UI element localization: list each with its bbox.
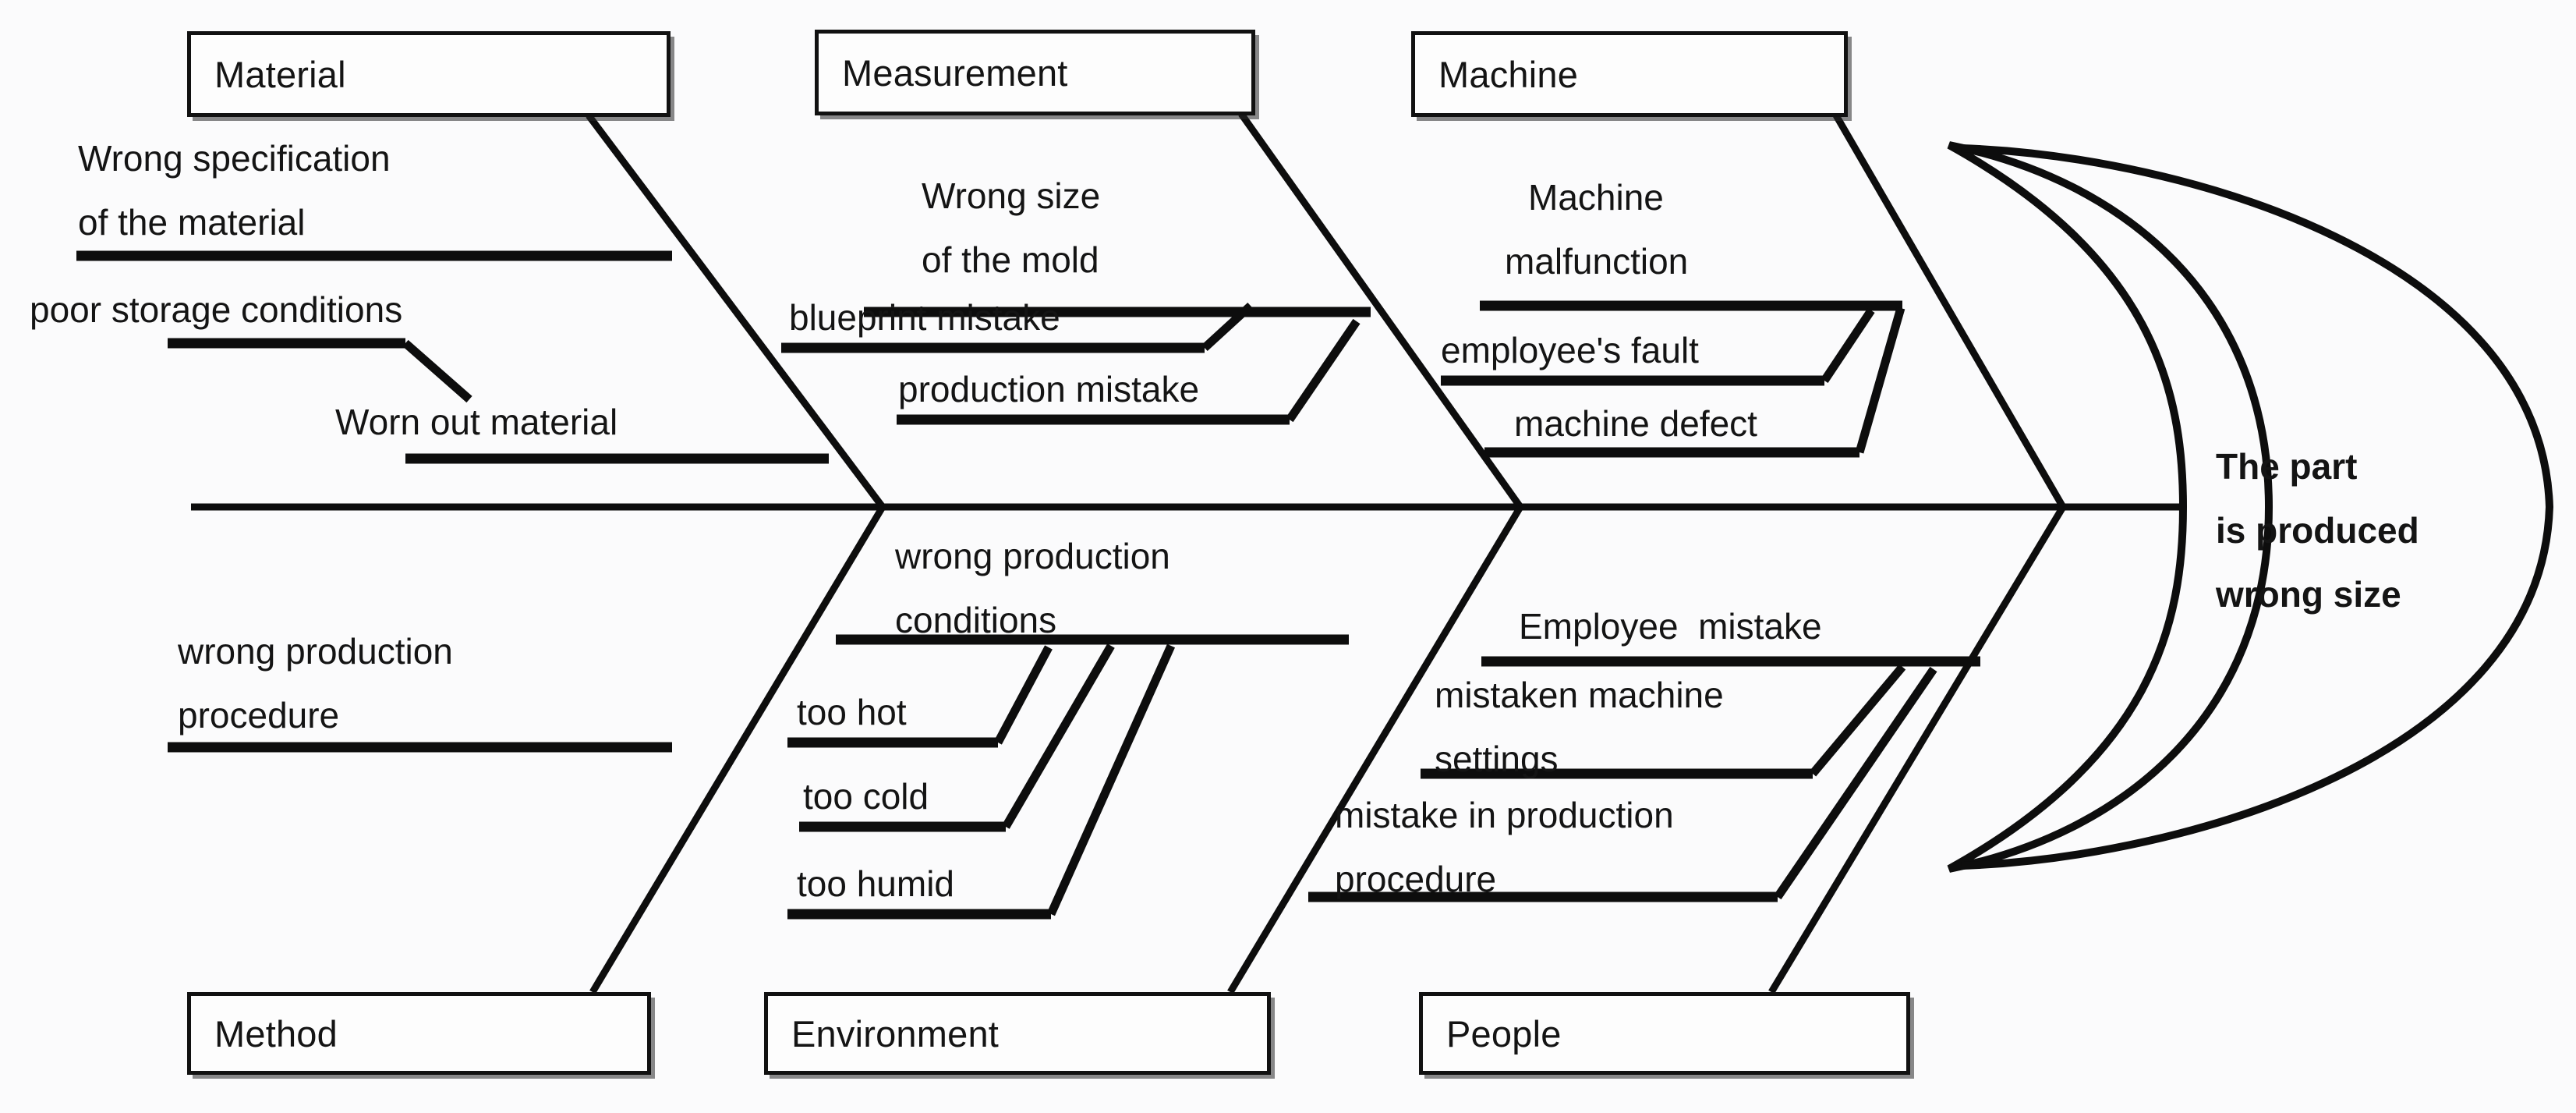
category-label-material: Material xyxy=(214,53,346,95)
connector-too-cold xyxy=(1002,643,1115,829)
cause-machine-malfunction-line1: Machine xyxy=(1528,177,1664,218)
cause-mistaken-machine-settings-line1: mistaken machine xyxy=(1435,675,1724,715)
connector-production-mistake xyxy=(1286,318,1361,423)
category-box-measurement[interactable]: Measurement xyxy=(815,30,1255,115)
cause-too-hot: too hot xyxy=(797,692,907,732)
cause-mistake-in-production-line1: mistake in production xyxy=(1335,795,1674,835)
cause-mistaken-machine-settings-line2: settings xyxy=(1435,739,1559,779)
main-bone-method xyxy=(589,505,886,994)
connector-mistake-in-production-procedure xyxy=(1774,666,1937,900)
cause-mistake-in-production-line2: procedure xyxy=(1335,859,1497,899)
category-box-environment[interactable]: Environment xyxy=(764,992,1271,1075)
main-bone-people xyxy=(1768,505,2066,994)
category-box-method[interactable]: Method xyxy=(187,992,651,1075)
cause-worn-out-material: Worn out material xyxy=(335,402,618,442)
category-label-machine: Machine xyxy=(1438,53,1579,95)
effect-label-line1: The part xyxy=(2216,446,2358,487)
fish-head-crescent xyxy=(1947,141,2273,873)
cause-machine-malfunction-line2: malfunction xyxy=(1505,241,1689,282)
fish-head-oval xyxy=(1961,144,2554,870)
cause-wrong-production-procedure-line2: procedure xyxy=(178,695,340,736)
cause-too-humid: too humid xyxy=(797,863,955,904)
cause-wrong-size-mold-line1: Wrong size xyxy=(922,175,1101,216)
main-bone-machine xyxy=(1833,113,2066,509)
main-bone-environment xyxy=(1227,505,1523,994)
connector-mistaken-machine-settings xyxy=(1809,664,1906,777)
effect-label-line2: is produced xyxy=(2216,510,2419,551)
category-label-environment: Environment xyxy=(791,1012,1000,1055)
cause-production-mistake: production mistake xyxy=(898,369,1200,409)
cause-poor-storage-conditions: poor storage conditions xyxy=(30,289,403,330)
category-box-machine[interactable]: Machine xyxy=(1411,31,1848,117)
cause-wrong-specification-line2: of the material xyxy=(78,202,306,243)
connector-machine-defect xyxy=(1855,307,1905,454)
category-label-measurement: Measurement xyxy=(842,51,1068,94)
category-box-people[interactable]: People xyxy=(1419,992,1910,1075)
cause-wrong-size-mold-line2: of the mold xyxy=(922,239,1099,280)
category-box-material[interactable]: Material xyxy=(187,31,671,117)
cause-employees-fault: employee's fault xyxy=(1441,330,1699,370)
cause-wrong-production-procedure-line1: wrong production xyxy=(178,631,453,672)
connector-too-humid xyxy=(1046,643,1176,916)
cause-too-cold: too cold xyxy=(803,776,929,817)
connector-blueprint-mistake xyxy=(1201,302,1254,352)
category-label-method: Method xyxy=(214,1012,338,1055)
cause-wrong-specification-line1: Wrong specification xyxy=(78,138,391,179)
connector-too-hot xyxy=(994,645,1053,745)
cause-blueprint-mistake: blueprint mistake xyxy=(789,297,1060,338)
cause-employee-mistake: Employee mistake xyxy=(1519,606,1822,647)
main-bone-material xyxy=(586,113,886,509)
main-bone-measurement xyxy=(1238,112,1523,509)
connector-employees-fault xyxy=(1821,307,1875,384)
category-label-people: People xyxy=(1446,1012,1562,1055)
connector-poor-storage xyxy=(402,339,472,403)
cause-wrong-production-conditions-line2: conditions xyxy=(895,600,1057,640)
cause-machine-defect: machine defect xyxy=(1514,403,1757,444)
cause-wrong-production-conditions-line1: wrong production xyxy=(895,536,1170,576)
effect-label-line3: wrong size xyxy=(2216,574,2401,615)
